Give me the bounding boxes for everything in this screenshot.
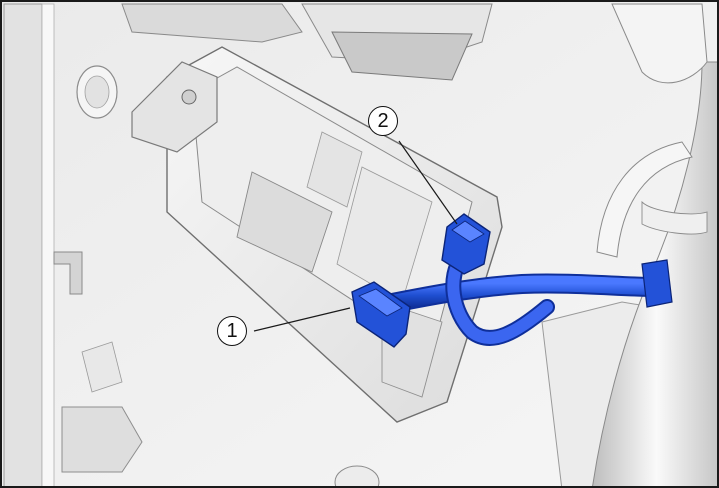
grommet-bottom bbox=[334, 465, 380, 486]
module-rib bbox=[306, 131, 363, 208]
harness-end-sleeve bbox=[641, 259, 673, 308]
callout-1-label: 1 bbox=[226, 320, 238, 342]
left-bracket bbox=[53, 251, 83, 295]
module-connector-port bbox=[236, 171, 333, 273]
mounting-bolt bbox=[181, 89, 197, 105]
lower-left-tab bbox=[81, 341, 123, 393]
callout-2-label: 2 bbox=[377, 110, 389, 132]
tube-top bbox=[611, 3, 708, 84]
left-pillar-edge bbox=[41, 3, 55, 486]
tube-loop bbox=[596, 141, 693, 258]
callout-2: 2 bbox=[368, 106, 398, 136]
leader-line-1 bbox=[253, 307, 351, 332]
grommet-upper-left-inner bbox=[84, 75, 110, 109]
top-bracket bbox=[331, 31, 473, 81]
leader-line-2 bbox=[398, 140, 458, 225]
callout-1: 1 bbox=[217, 316, 247, 346]
mounting-bracket bbox=[131, 61, 218, 153]
connector-2-highlight bbox=[451, 220, 485, 243]
connector-1-highlight bbox=[358, 288, 403, 317]
top-structure bbox=[121, 3, 303, 43]
left-pillar bbox=[3, 3, 43, 486]
tube-collar bbox=[641, 200, 708, 235]
lower-left-bracket bbox=[61, 406, 143, 473]
wiring-harness-branch bbox=[447, 251, 553, 344]
wiring-harness bbox=[364, 275, 665, 315]
